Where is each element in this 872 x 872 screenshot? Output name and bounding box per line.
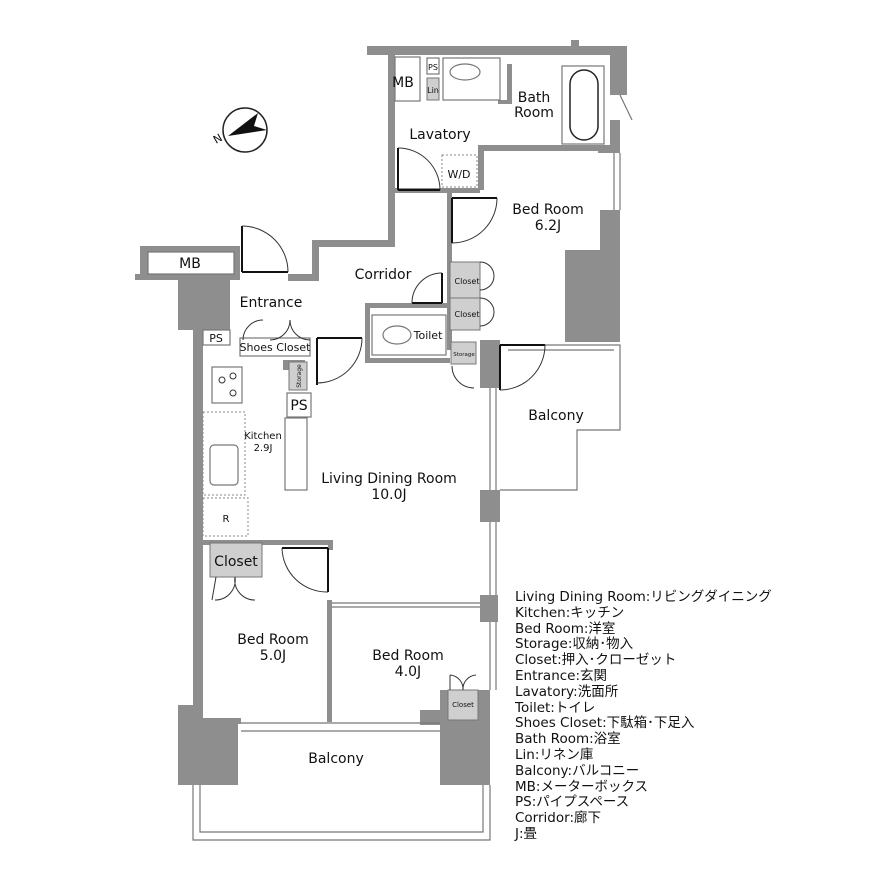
label-bed2-name: Bed Room [237, 632, 308, 648]
label-bath-2: Room [514, 105, 554, 121]
legend-item: Bed Room:洋室 [515, 620, 616, 637]
legend-item: Lin:リネン庫 [515, 746, 594, 763]
legend-item: Bath Room:浴室 [515, 731, 621, 748]
legend-item: Corridor:廊下 [515, 810, 601, 827]
label-wd: W/D [447, 168, 470, 181]
label-balcony-right: Balcony [528, 408, 584, 424]
legend-item: J:畳 [515, 825, 538, 842]
label-ps-left: PS [209, 332, 223, 345]
legend-item: Entrance:玄関 [515, 667, 608, 684]
legend-item: PS:パイプスペース [515, 794, 630, 811]
label-bed2-size: 5.0J [260, 648, 286, 664]
stove-burners-icon [218, 372, 237, 397]
walls [135, 40, 627, 785]
doors [211, 147, 546, 691]
label-bed3-name: Bed Room [372, 648, 443, 664]
label-ldr-size: 10.0J [371, 487, 406, 503]
label-mb-top: MB [392, 75, 414, 91]
label-ldr-name: Living Dining Room [321, 471, 457, 487]
sink-icon [449, 63, 481, 81]
label-closet-b: Closet [455, 310, 480, 319]
legend-item: Shoes Closet:下駄箱･下足入 [515, 715, 695, 732]
legend: Living Dining Room:リビングダイニング Kitchen:キッチ… [515, 589, 772, 843]
label-fridge: R [223, 514, 230, 525]
label-mb-left: MB [179, 256, 201, 272]
label-bed1-name: Bed Room [512, 202, 583, 218]
legend-item: Kitchen:キッチン [515, 604, 625, 621]
label-closet-d: Closet [452, 701, 474, 709]
label-ps-top: PS [428, 63, 438, 72]
label-toilet: Toilet [413, 329, 443, 342]
kitchen-sink-icon [209, 444, 239, 486]
label-shoes-closet: Shoes Closet [240, 341, 312, 354]
label-corridor: Corridor [355, 267, 412, 283]
legend-item: Living Dining Room:リビングダイニング [515, 589, 772, 605]
windows [192, 94, 633, 841]
legend-item: Storage:収納･物入 [515, 636, 634, 653]
label-storage-a: Storage [296, 364, 303, 388]
north-compass-icon: N [211, 107, 268, 153]
label-lavatory: Lavatory [409, 127, 470, 143]
label-bed3-size: 4.0J [395, 664, 421, 680]
label-kitchen-name: Kitchen [244, 431, 282, 442]
fixtures [147, 56, 605, 721]
label-bath-1: Bath [518, 90, 551, 106]
label-bed1-size: 6.2J [535, 218, 561, 234]
legend-item: Closet:押入･クローゼット [515, 652, 677, 669]
label-balcony-bottom: Balcony [308, 751, 364, 767]
label-kitchen-size: 2.9J [254, 443, 273, 454]
legend-item: Balcony:バルコニー [515, 762, 640, 779]
label-entrance: Entrance [240, 295, 303, 311]
label-ps-mid: PS [290, 398, 307, 414]
bathtub-icon [569, 69, 599, 141]
label-closet-a: Closet [455, 277, 480, 286]
label-closet-c: Closet [214, 554, 258, 570]
legend-item: Lavatory:洗面所 [515, 683, 619, 700]
label-storage-b: Storage [453, 352, 475, 358]
label-lin: Lin [427, 86, 439, 95]
legend-item: MB:メーターボックス [515, 778, 649, 795]
toilet-icon [382, 325, 412, 345]
legend-item: Toilet:トイレ [515, 699, 596, 716]
